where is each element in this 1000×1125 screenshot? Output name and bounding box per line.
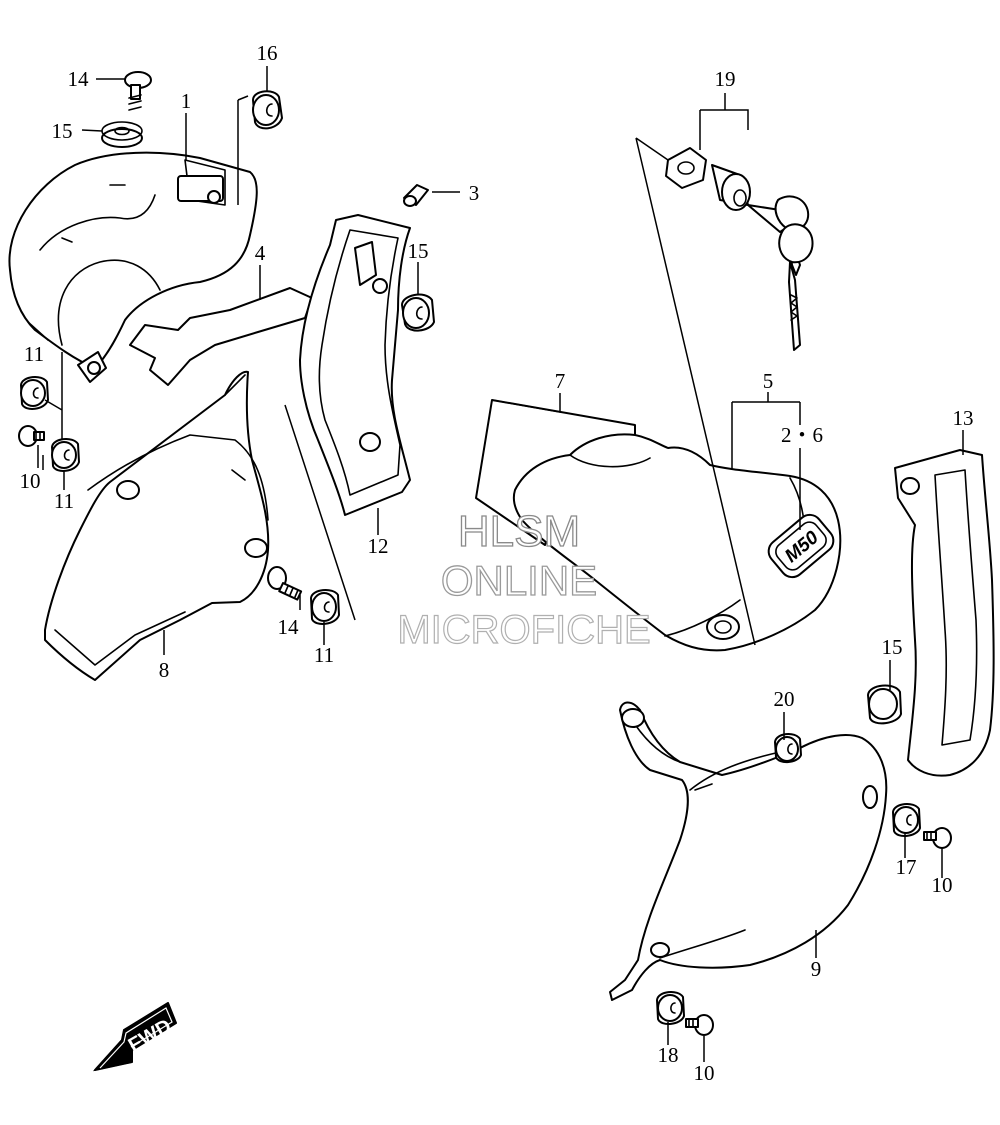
- callout-11-left-low: 11: [54, 489, 74, 513]
- part-17-grommet: [892, 803, 921, 837]
- part-14-screw-low: [267, 566, 303, 601]
- callout-20: 20: [774, 687, 795, 711]
- callout-11-left-top: 11: [24, 342, 44, 366]
- callout-2-6: 2・6: [781, 423, 823, 447]
- callout-3: 3: [469, 181, 480, 205]
- callout-10-left: 10: [20, 469, 41, 493]
- part-10-screw-right: [923, 827, 952, 849]
- part-11-grommet-low: [310, 589, 340, 625]
- part-20-grommet: [774, 733, 802, 763]
- watermark-line-2: ONLINE: [441, 557, 597, 604]
- part-1-frame-cover: [8, 151, 258, 383]
- part-14-screw-top: [124, 71, 152, 111]
- part-4-bracket-plate: [129, 287, 313, 386]
- callout-4: 4: [255, 241, 266, 265]
- part-8-left-side-cover: [44, 370, 270, 681]
- callout-13: 13: [953, 406, 974, 430]
- part-9-right-lower-cover: [609, 701, 888, 1001]
- callout-10-bottom: 10: [694, 1061, 715, 1085]
- callout-19: 19: [715, 67, 736, 91]
- fwd-direction-badge: FWD: [92, 1001, 177, 1072]
- part-11-grommet-left-top: [20, 376, 49, 410]
- callout-12: 12: [368, 534, 389, 558]
- part-15-grommet-top: [101, 121, 143, 148]
- callout-14-low: 14: [278, 615, 300, 639]
- part-15-grommet-mid: [401, 293, 435, 332]
- watermark: HLSM ONLINE MICROFICHE: [397, 506, 652, 652]
- part-10-screw-left: [18, 425, 45, 447]
- callout-17: 17: [896, 855, 917, 879]
- callout-9: 9: [811, 957, 822, 981]
- part-10-screw-bottom: [685, 1014, 714, 1036]
- callout-7: 7: [555, 369, 566, 393]
- watermark-line-1: HLSM: [458, 507, 580, 556]
- leader-lines: [37, 66, 964, 1062]
- part-5-right-side-cover: M50: [512, 433, 842, 652]
- part-16-grommet: [252, 90, 283, 130]
- part-18-grommet: [656, 991, 685, 1025]
- callout-18: 18: [658, 1043, 679, 1067]
- callout-8: 8: [159, 658, 170, 682]
- watermark-line-3: MICROFICHE: [397, 608, 650, 652]
- part-13-rail-bracket: [894, 449, 995, 777]
- key-2: [778, 223, 814, 351]
- part-11-grommet-left-low: [51, 438, 80, 472]
- emblem: M50: [767, 513, 835, 579]
- callout-10-right: 10: [932, 873, 953, 897]
- callout-1: 1: [181, 89, 192, 113]
- callout-15-right: 15: [882, 635, 903, 659]
- part-12-vertical-bracket: [299, 214, 411, 516]
- callout-11-low: 11: [314, 643, 334, 667]
- part-19-lock-set: [665, 147, 814, 351]
- callout-15-top: 15: [52, 119, 73, 143]
- callout-16: 16: [257, 41, 278, 65]
- callout-14-top: 14: [68, 67, 90, 91]
- part-3-collar: [403, 184, 429, 207]
- callout-15-mid: 15: [408, 239, 429, 263]
- part-15-grommet-right: [867, 684, 902, 725]
- callout-5: 5: [763, 369, 774, 393]
- callout-numbers: 1 2・6 3 4 5 7 8 9 10 10 10 11 11 11 12 1…: [20, 41, 974, 1085]
